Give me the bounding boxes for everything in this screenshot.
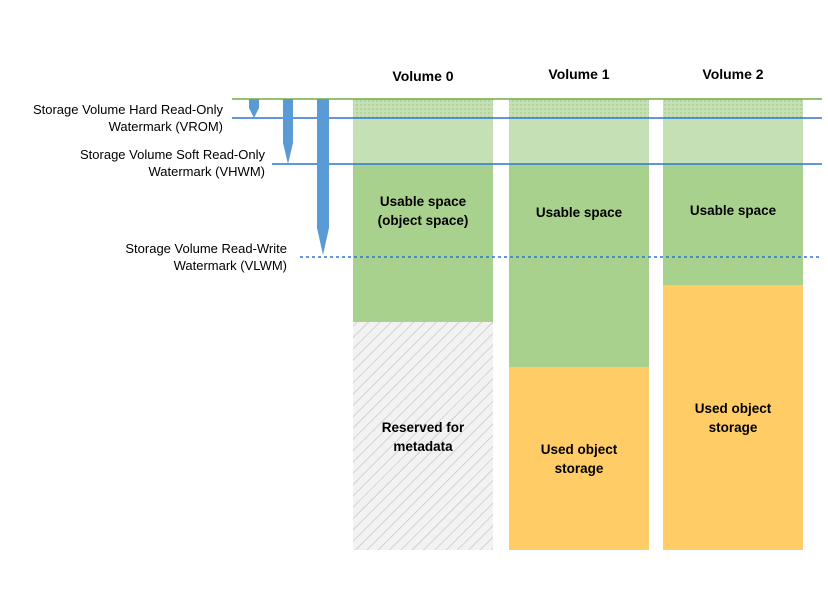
volume-2-top-reserve <box>663 99 803 118</box>
vlwm-arrow-icon <box>317 99 329 255</box>
volume-0-usable-space <box>353 164 493 322</box>
volume-0-reserved-label-line1: Reserved for <box>381 420 465 435</box>
volume-2-usable-label: Usable space <box>689 203 777 218</box>
volume-1-usable-space <box>509 164 649 367</box>
volume-2-header: Volume 2 <box>702 66 764 82</box>
volume-0-header: Volume 0 <box>392 68 454 84</box>
vhwm-label: Storage Volume Soft Read-Only Watermark … <box>80 146 265 180</box>
volume-2-used-storage <box>663 285 803 550</box>
volume-1-usable-label: Usable space <box>535 205 623 220</box>
vlwm-label: Storage Volume Read-Write Watermark (VLW… <box>125 240 287 274</box>
vhwm-label-line2: Watermark (VHWM) <box>148 164 265 179</box>
volume-0-usable-label: Usable space (object space) <box>353 192 493 230</box>
volume-1-used-label-line2: storage <box>554 461 604 476</box>
volume-0-top-reserve <box>353 99 493 118</box>
volume-2-column <box>663 99 803 550</box>
vrom-label-line1: Storage Volume Hard Read-Only <box>32 102 223 117</box>
volume-2-light-usable <box>663 118 803 164</box>
volume-0-column <box>353 99 493 550</box>
volume-0-usable-label-line2: (object space) <box>377 213 469 228</box>
volume-2-used-label-line2: storage <box>708 420 758 435</box>
volume-2-used-label-line1: Used object <box>694 401 772 416</box>
vhwm-label-line1: Storage Volume Soft Read-Only <box>80 147 265 162</box>
vrom-arrow-icon <box>249 99 259 118</box>
vrom-label-line2: Watermark (VROM) <box>108 119 223 134</box>
vhwm-arrow-icon <box>283 99 293 164</box>
volume-0-reserved-label-line2: metadata <box>393 439 453 454</box>
volume-1-used-label-line1: Used object <box>540 442 618 457</box>
volume-1-used-label: Used object storage <box>509 440 649 478</box>
volume-1-light-usable <box>509 118 649 164</box>
volume-1-header: Volume 1 <box>548 66 610 82</box>
volume-1-top-reserve <box>509 99 649 118</box>
vlwm-label-line2: Watermark (VLWM) <box>173 258 287 273</box>
volume-0-reserved-metadata <box>353 322 493 550</box>
vrom-label: Storage Volume Hard Read-Only Watermark … <box>33 101 223 135</box>
volume-0-light-usable <box>353 118 493 164</box>
volume-1-used-storage <box>509 367 649 550</box>
vlwm-label-line1: Storage Volume Read-Write <box>125 241 287 256</box>
volume-1-column <box>509 99 649 550</box>
volume-0-usable-label-line1: Usable space <box>379 194 467 209</box>
volume-2-used-label: Used object storage <box>663 399 803 437</box>
volume-2-usable-space <box>663 164 803 285</box>
volume-0-reserved-label: Reserved for metadata <box>353 418 493 456</box>
